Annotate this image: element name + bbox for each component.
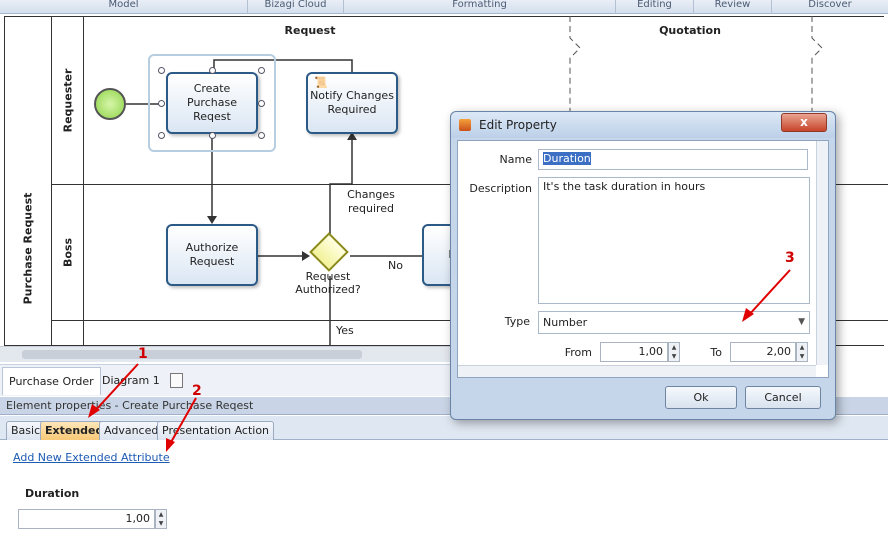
task-create-purchase-request[interactable]: Create Purchase Reqest [166, 72, 258, 134]
from-label: From [564, 346, 592, 359]
pool-label-column [4, 16, 52, 346]
edit-property-dialog: Edit Property x Name Duration Descriptio… [450, 111, 836, 420]
from-input[interactable]: 1,00 [600, 342, 668, 362]
tab-presentation-action[interactable]: Presentation Action [157, 421, 275, 440]
ribbon-group-bizagi-cloud[interactable]: Bizagi Cloud [248, 0, 344, 14]
dialog-title: Edit Property [479, 118, 557, 132]
flow-gateway-notify [329, 138, 353, 236]
edge-label-yes: Yes [336, 324, 354, 337]
selection-frame [148, 54, 276, 152]
description-label: Description [469, 182, 532, 195]
duration-spinner[interactable]: ▲▼ [155, 509, 167, 529]
duration-label: Duration [25, 487, 80, 500]
cancel-button[interactable]: Cancel [745, 386, 821, 409]
name-input[interactable]: Duration [538, 149, 808, 170]
diagram-connectors [126, 16, 823, 346]
dialog-body: Name Duration Description It's the task … [457, 140, 829, 378]
annotation-1: 1 [138, 346, 148, 362]
ribbon-bar: Model Bizagi Cloud Formatting Editing Re… [0, 0, 888, 14]
annotation-2: 2 [192, 383, 202, 399]
tab-advanced[interactable]: Advanced [99, 421, 164, 440]
column-header-quotation: Quotation [659, 24, 721, 37]
new-diagram-icon[interactable] [170, 373, 183, 388]
properties-body: Add New Extended Attribute Duration 1,00… [0, 440, 888, 551]
document-tabs: Purchase Order Diagram 1 [0, 364, 450, 396]
start-event[interactable] [94, 88, 126, 120]
name-label: Name [499, 153, 532, 166]
tab-purchase-order[interactable]: Purchase Order [2, 367, 101, 395]
properties-tabs: Basic Extended Advanced Presentation Act… [0, 416, 888, 440]
type-select[interactable]: Number ▼ [538, 311, 810, 334]
scroll-thumb[interactable] [22, 350, 362, 359]
ribbon-group-formatting[interactable]: Formatting [344, 0, 616, 14]
to-input[interactable]: 2,00 [730, 342, 796, 362]
ribbon-group-review[interactable]: Review [694, 0, 772, 14]
name-value: Duration [543, 152, 591, 165]
ribbon-group-editing[interactable]: Editing [616, 0, 694, 14]
task-authorize-request[interactable]: Authorize Request [166, 224, 258, 286]
tab-diagram-1[interactable]: Diagram 1 [102, 374, 160, 387]
script-icon: 📜 [314, 76, 328, 89]
gateway-label: Request Authorized? [295, 270, 361, 296]
horizontal-scrollbar[interactable] [0, 346, 450, 362]
edge-label-changes: Changes required [347, 188, 395, 215]
lane-label-column [52, 16, 84, 346]
annotation-3: 3 [785, 250, 795, 266]
tab-basic[interactable]: Basic [6, 421, 46, 440]
column-header-request: Request [284, 24, 336, 37]
milestone-separator-1 [569, 16, 581, 346]
ribbon-group-model[interactable]: Model [0, 0, 248, 14]
flow-notify-create [213, 59, 353, 72]
tab-extended[interactable]: Extended [40, 421, 109, 440]
edge-label-no: No [388, 259, 403, 272]
duration-input[interactable]: 1,00 [18, 509, 155, 529]
dialog-titlebar[interactable]: Edit Property x [451, 112, 835, 138]
horizontal-scrollbar-dialog[interactable] [458, 365, 816, 377]
type-value: Number [543, 316, 588, 329]
pool [4, 16, 884, 346]
milestone-separator-2 [811, 16, 823, 346]
type-label: Type [504, 315, 530, 328]
to-label: To [710, 346, 722, 359]
task-notify-changes[interactable]: Notify Changes Required [306, 72, 398, 134]
description-input[interactable]: It's the task duration in hours [538, 177, 810, 304]
ribbon-group-discover[interactable]: Discover [808, 0, 852, 10]
from-spinner[interactable]: ▲▼ [668, 342, 680, 362]
app-icon [459, 119, 471, 131]
add-extended-attribute-link[interactable]: Add New Extended Attribute [13, 451, 170, 464]
close-button[interactable]: x [781, 113, 827, 132]
vertical-scrollbar[interactable] [816, 141, 828, 365]
ok-button[interactable]: Ok [665, 386, 737, 409]
to-spinner[interactable]: ▲▼ [796, 342, 808, 362]
chevron-down-icon: ▼ [798, 317, 805, 327]
